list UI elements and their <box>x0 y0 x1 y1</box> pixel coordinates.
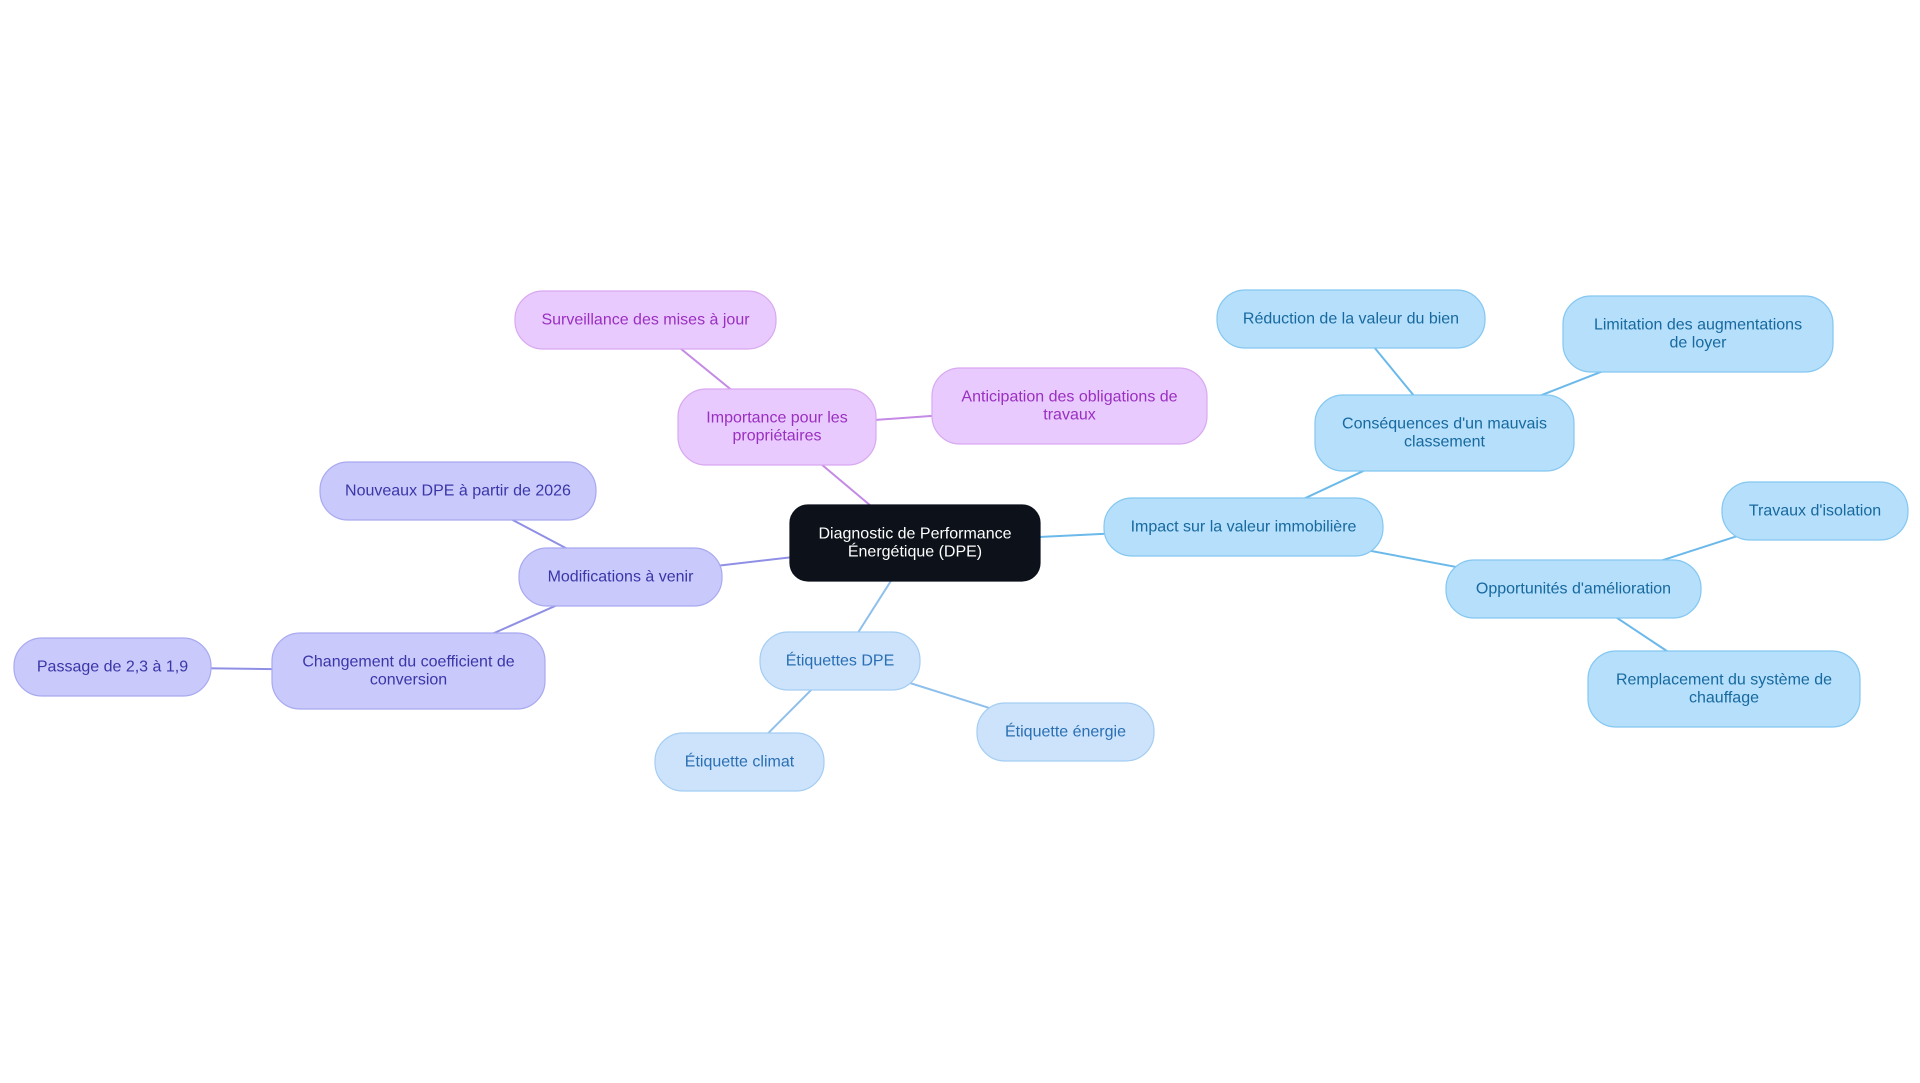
node-label-changement-line-1: conversion <box>370 672 447 689</box>
node-nouveaux[interactable]: Nouveaux DPE à partir de 2026 <box>319 461 597 521</box>
node-label-limitation-line-1: de loyer <box>1670 335 1728 352</box>
node-box-climat <box>654 732 825 792</box>
node-label-limitation-line-0: Limitation des augmentations <box>1594 317 1802 334</box>
node-box-changement <box>271 632 546 710</box>
node-energie[interactable]: Étiquette énergie <box>976 702 1155 762</box>
node-label-climat-line-0: Étiquette climat <box>685 752 795 771</box>
node-box-remplacement <box>1587 650 1861 728</box>
node-label-consequences-line-1: classement <box>1404 434 1485 451</box>
node-label-changement-line-0: Changement du coefficient de <box>302 654 514 671</box>
node-box-passage <box>13 637 212 697</box>
node-reduction[interactable]: Réduction de la valeur du bien <box>1216 289 1486 349</box>
node-box-modifications <box>518 547 723 607</box>
node-label-surveillance-line-0: Surveillance des mises à jour <box>541 312 750 329</box>
node-opportunites[interactable]: Opportunités d'amélioration <box>1445 559 1702 619</box>
node-box-consequences <box>1314 394 1575 472</box>
node-label-impact-line-0: Impact sur la valeur immobilière <box>1131 519 1357 536</box>
node-etiquettes[interactable]: Étiquettes DPE <box>759 631 921 691</box>
node-label-etiquettes-line-0: Étiquettes DPE <box>786 651 895 670</box>
node-box-root <box>789 504 1041 582</box>
node-label-consequences-line-0: Conséquences d'un mauvais <box>1342 416 1547 433</box>
node-label-energie-line-0: Étiquette énergie <box>1005 722 1126 741</box>
node-box-isolation <box>1721 481 1909 541</box>
node-label-nouveaux-line-0: Nouveaux DPE à partir de 2026 <box>345 483 571 500</box>
node-isolation[interactable]: Travaux d'isolation <box>1721 481 1909 541</box>
node-box-energie <box>976 702 1155 762</box>
node-climat[interactable]: Étiquette climat <box>654 732 825 792</box>
node-box-impact <box>1103 497 1384 557</box>
node-passage[interactable]: Passage de 2,3 à 1,9 <box>13 637 212 697</box>
node-label-root-line-0: Diagnostic de Performance <box>819 526 1012 543</box>
node-box-surveillance <box>514 290 777 350</box>
node-label-passage-line-0: Passage de 2,3 à 1,9 <box>37 659 188 676</box>
node-surveillance[interactable]: Surveillance des mises à jour <box>514 290 777 350</box>
node-label-anticipation-line-0: Anticipation des obligations de <box>961 389 1177 406</box>
node-label-remplacement-line-1: chauffage <box>1689 690 1759 707</box>
node-label-modifications-line-0: Modifications à venir <box>548 569 695 586</box>
node-label-reduction-line-0: Réduction de la valeur du bien <box>1243 311 1459 328</box>
node-label-root-line-1: Énergétique (DPE) <box>848 542 982 561</box>
node-impact[interactable]: Impact sur la valeur immobilière <box>1103 497 1384 557</box>
node-label-anticipation-line-1: travaux <box>1043 407 1095 424</box>
node-label-opportunites-line-0: Opportunités d'amélioration <box>1476 581 1671 598</box>
node-box-nouveaux <box>319 461 597 521</box>
node-box-limitation <box>1562 295 1834 373</box>
node-box-opportunites <box>1445 559 1702 619</box>
node-label-importance-line-1: propriétaires <box>733 428 822 445</box>
node-box-etiquettes <box>759 631 921 691</box>
node-modifications[interactable]: Modifications à venir <box>518 547 723 607</box>
node-box-anticipation <box>931 367 1208 445</box>
node-label-remplacement-line-0: Remplacement du système de <box>1616 672 1832 689</box>
node-box-reduction <box>1216 289 1486 349</box>
node-label-isolation-line-0: Travaux d'isolation <box>1749 503 1881 520</box>
node-label-importance-line-0: Importance pour les <box>706 410 847 427</box>
node-box-importance <box>677 388 877 466</box>
